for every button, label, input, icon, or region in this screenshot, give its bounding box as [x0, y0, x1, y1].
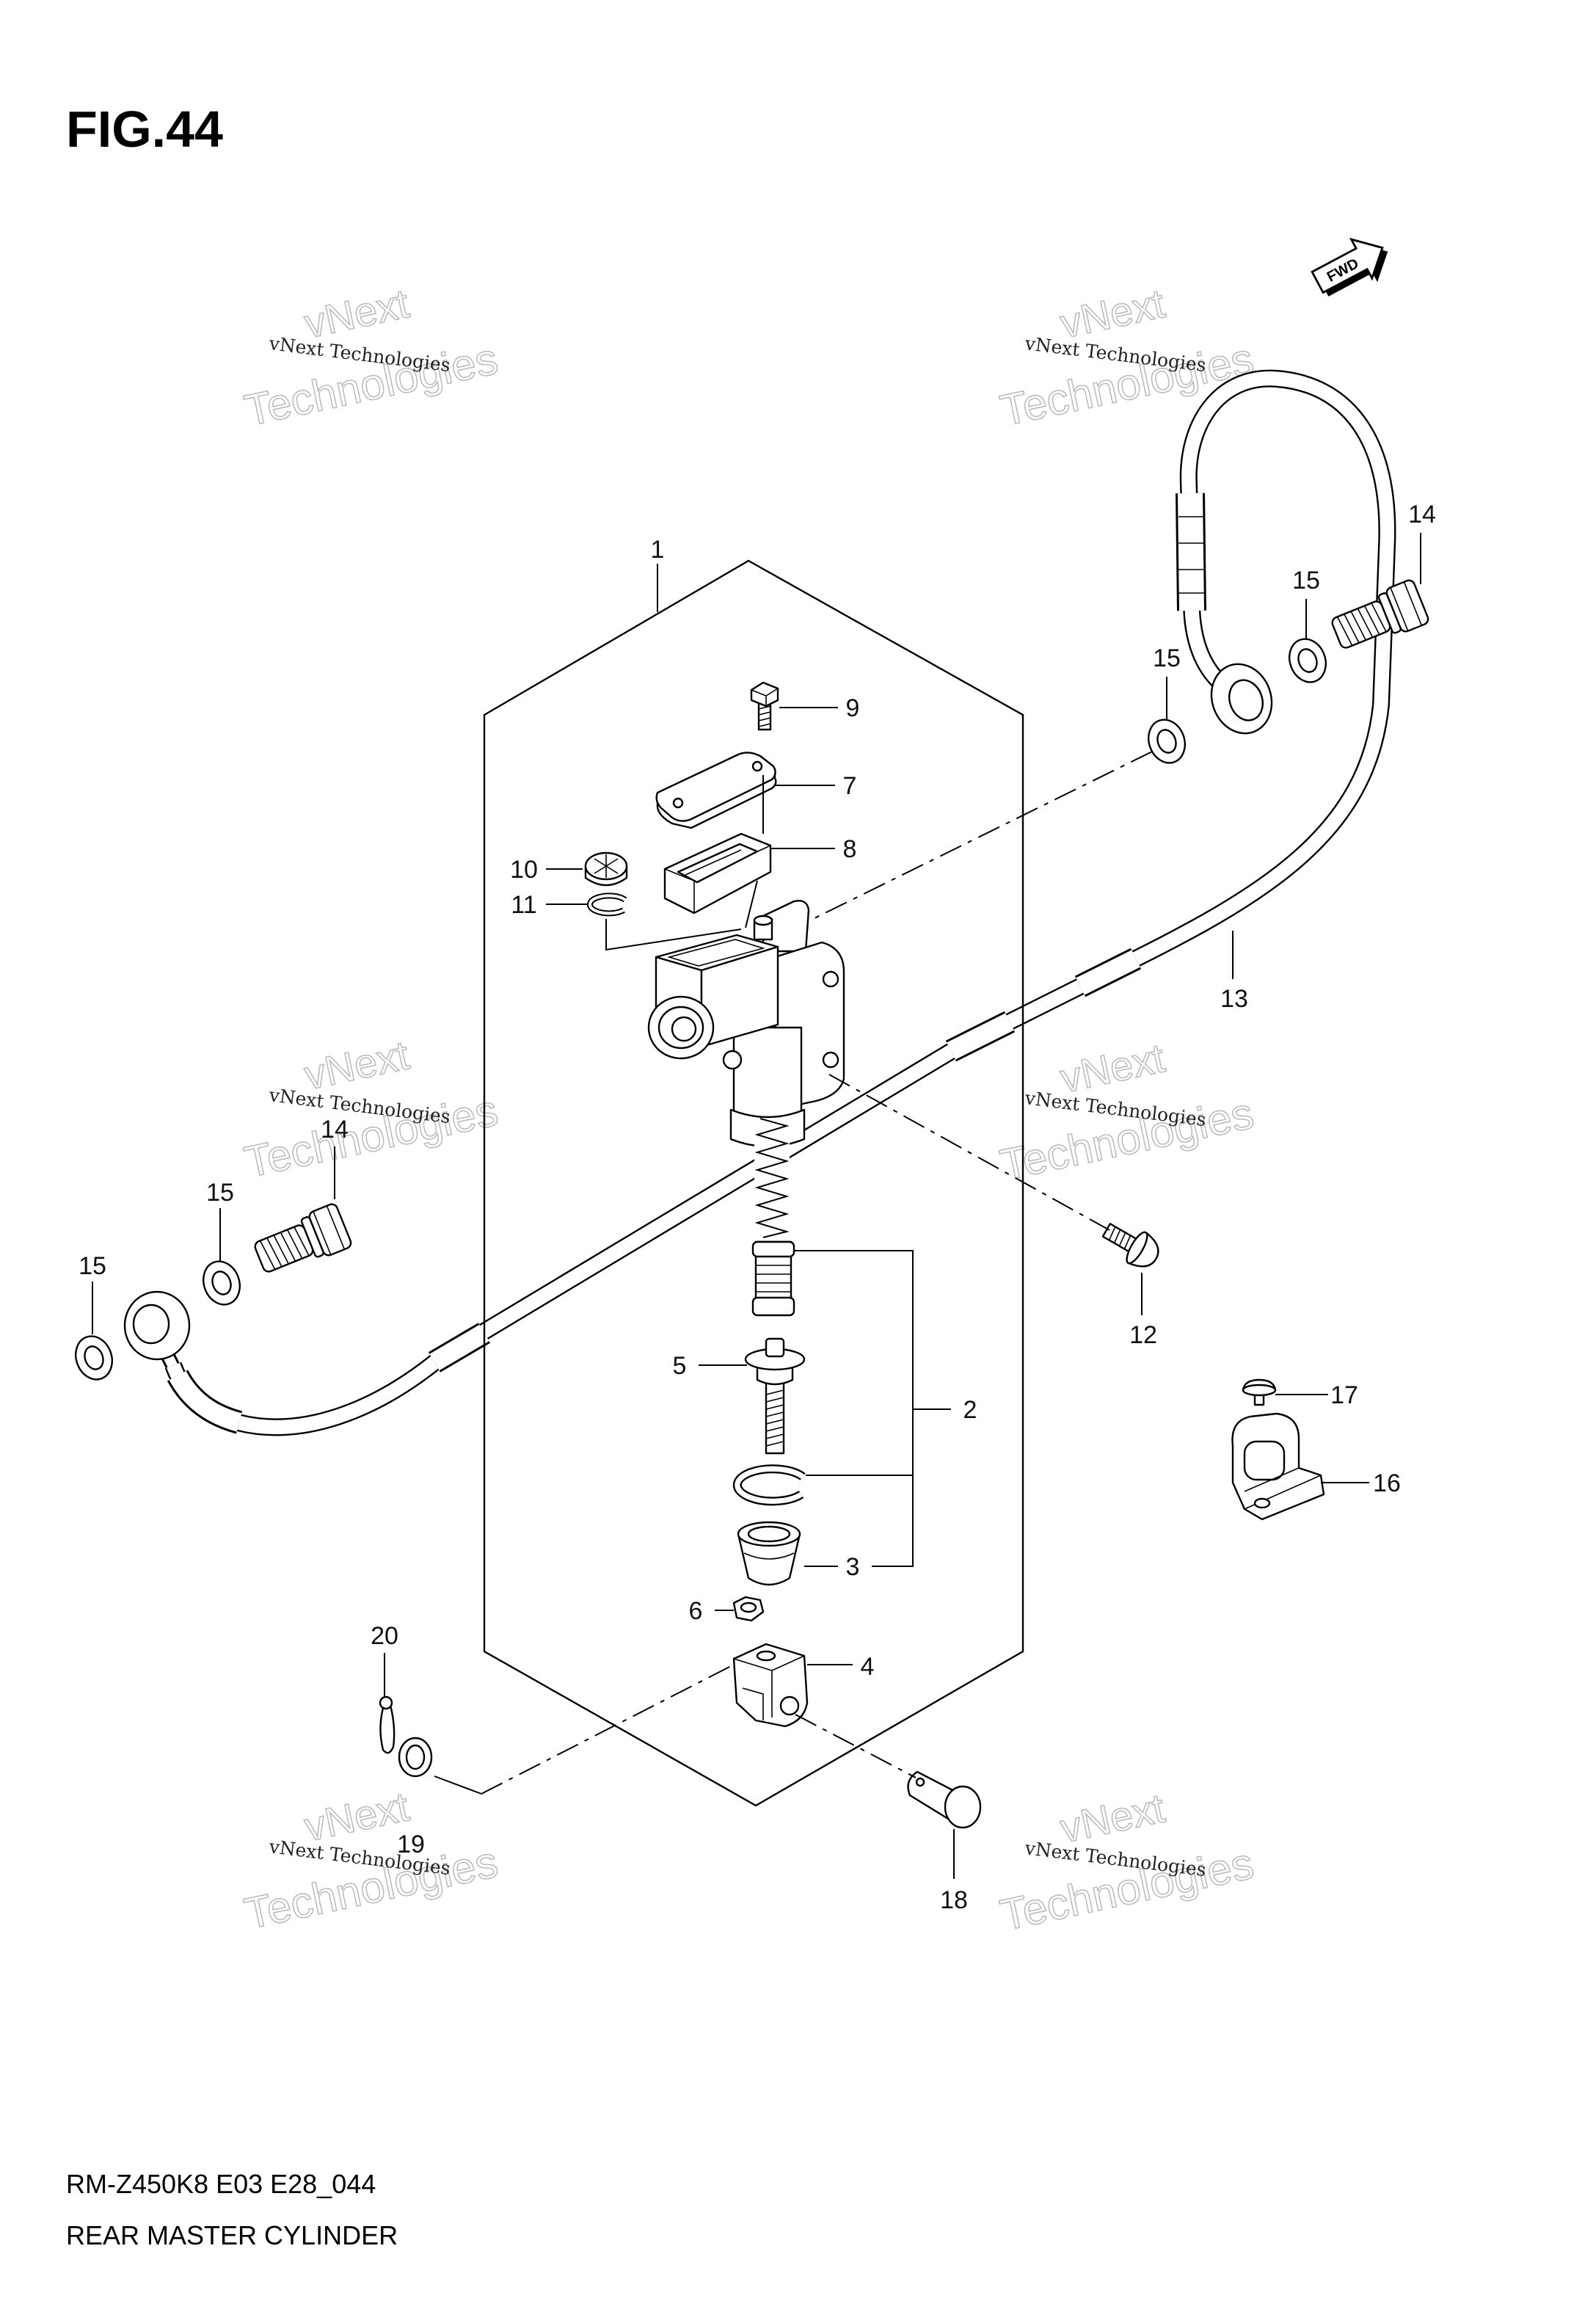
callout-6: 6 [689, 1597, 703, 1625]
callout-15-b: 15 [1153, 644, 1181, 672]
banjo-bolt-lower [254, 1203, 352, 1273]
watermark: vNext Technologies vNext Technologies [240, 1782, 503, 1939]
watermark: vNext Technologies vNext Technologies [996, 1033, 1258, 1190]
svg-text:vNext: vNext [1056, 1034, 1169, 1101]
reservoir-diaphragm [663, 832, 772, 915]
banjo-fitting-lower [123, 1290, 191, 1361]
hose-clamp [1231, 1412, 1325, 1521]
mounting-bolt [1101, 1223, 1159, 1268]
svg-text:vNext: vNext [1056, 280, 1169, 346]
assembly-outline [483, 559, 1024, 1807]
callout-14-upper: 14 [1408, 501, 1436, 528]
piston [751, 1240, 795, 1317]
brake-hose [155, 369, 1396, 1436]
callout-15-d: 15 [79, 1252, 106, 1280]
callout-11: 11 [511, 891, 536, 919]
callout-15-a: 15 [1292, 567, 1320, 595]
callout-2: 2 [963, 1396, 977, 1424]
cotter-pin [379, 1695, 396, 1754]
callout-13: 13 [1220, 985, 1248, 1013]
svg-text:vNext: vNext [300, 280, 413, 346]
callout-5: 5 [673, 1352, 687, 1380]
callout-16: 16 [1373, 1469, 1401, 1497]
svg-text:vNext: vNext [300, 1783, 413, 1850]
banjo-bolt-upper [1331, 579, 1429, 649]
washer-15-a [1289, 638, 1327, 683]
callout-7: 7 [843, 772, 857, 800]
callout-15-c: 15 [206, 1179, 234, 1207]
clevis-pin [907, 1770, 982, 1829]
reservoir-cap [655, 752, 777, 829]
callout-4: 4 [861, 1653, 875, 1681]
forward-arrow-icon: FWD [1311, 237, 1388, 297]
banjo-fitting-upper [1210, 663, 1273, 735]
svg-text:vNext: vNext [300, 1031, 413, 1098]
callout-20: 20 [371, 1622, 398, 1650]
dust-boot [737, 1521, 801, 1586]
watermark: vNext Technologies vNext Technologies [240, 279, 503, 436]
plug [584, 851, 628, 887]
washer-19 [398, 1737, 433, 1778]
callout-10: 10 [510, 856, 538, 884]
watermark: vNext Technologies vNext Technologies [240, 1030, 503, 1188]
diagram-title: REAR MASTER CYLINDER [66, 2220, 398, 2250]
clevis [732, 1643, 809, 1728]
master-cylinder-body [647, 900, 845, 1148]
callout-3: 3 [846, 1553, 860, 1581]
lock-nut [732, 1596, 765, 1622]
leader-lines [92, 533, 1421, 1879]
model-code: RM-Z450K8 E03 E28_044 [66, 2169, 376, 2199]
washer-15-d [75, 1335, 113, 1381]
washer-15-b [1148, 719, 1186, 764]
svg-text:vNext: vNext [1056, 1784, 1169, 1851]
callout-19: 19 [397, 1831, 425, 1858]
push-rod [744, 1337, 806, 1455]
washer-15-c [203, 1260, 241, 1306]
return-spring [754, 1118, 790, 1239]
watermark: vNext Technologies vNext Technologies [996, 1784, 1258, 1941]
callout-17: 17 [1330, 1381, 1358, 1409]
watermark: vNext Technologies vNext Technologies [996, 279, 1258, 436]
circlip-small [586, 893, 627, 917]
callout-9: 9 [846, 694, 860, 722]
callouts: 1 9 7 8 10 11 14 15 15 13 14 15 15 12 5 … [79, 501, 1436, 1914]
callout-14-lower: 14 [321, 1116, 349, 1144]
callout-8: 8 [843, 835, 857, 863]
reservoir-cap-bolt [750, 681, 779, 731]
clamp-screw [1242, 1378, 1277, 1406]
circlip [732, 1464, 806, 1506]
callout-12: 12 [1129, 1321, 1157, 1349]
callout-18: 18 [940, 1886, 968, 1914]
callout-1: 1 [651, 536, 665, 564]
figure-label: FIG.44 [66, 101, 223, 158]
